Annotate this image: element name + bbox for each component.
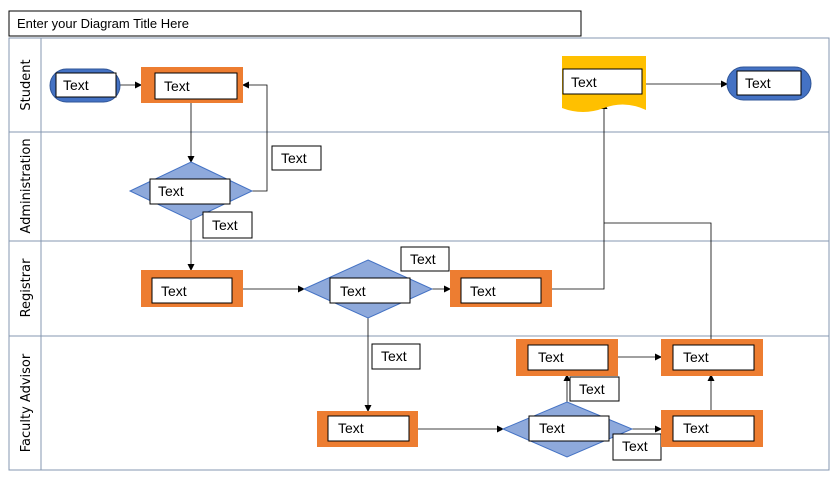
swimlanes: Student Administration Registrar Faculty… (8, 37, 830, 471)
administration-decision[interactable]: Text (128, 161, 254, 221)
registrar-process-2[interactable]: Text (450, 270, 552, 307)
faculty-top-process[interactable]: Text (516, 339, 618, 376)
node-label: Text (63, 77, 89, 93)
lane-label-student: Student (19, 59, 34, 110)
node-label: Text (158, 183, 184, 199)
node-label: Text (470, 283, 496, 299)
node-label: Text (539, 420, 565, 436)
connector-registrar-to-document (552, 102, 608, 290)
node-label: Text (538, 349, 564, 365)
administration-loop-label: Text (271, 145, 322, 171)
faculty-up-label: Text (569, 376, 620, 402)
registrar-process-1[interactable]: Text (141, 270, 243, 307)
node-label: Text (338, 420, 364, 436)
administration-down-label: Text (202, 211, 253, 239)
connector-label: Text (579, 381, 605, 397)
lane-label-administration: Administration (19, 138, 34, 233)
faculty-decision[interactable]: Text (501, 401, 634, 458)
registrar-decision-label: Text (400, 246, 450, 272)
connector-label: Text (212, 217, 238, 233)
faculty-bottom-right-process[interactable]: Text (661, 410, 763, 447)
faculty-top-right-process[interactable]: Text (661, 339, 763, 376)
faculty-right-label: Text (612, 433, 662, 461)
faculty-branch-label: Text (371, 343, 421, 370)
node-label: Text (161, 283, 187, 299)
connector-label: Text (281, 150, 307, 166)
connector-label: Text (381, 348, 407, 364)
connector-decision-loop-back (242, 81, 268, 192)
connectors (120, 80, 728, 433)
student-process[interactable]: Text (141, 67, 243, 103)
node-label: Text (571, 74, 597, 90)
lane-label-registrar: Registrar (19, 258, 34, 317)
connector-label: Text (410, 251, 436, 267)
registrar-decision[interactable]: Text (302, 259, 434, 319)
diagram-title-box[interactable]: Enter your Diagram Title Here (8, 10, 582, 37)
diagram-title: Enter your Diagram Title Here (17, 16, 189, 31)
student-start-terminator[interactable]: Text (49, 68, 121, 103)
connector-top-right-to-document (604, 222, 712, 339)
faculty-process-1[interactable]: Text (317, 411, 418, 447)
node-label: Text (683, 420, 709, 436)
connector-label: Text (622, 438, 648, 454)
student-end-terminator[interactable]: Text (726, 66, 812, 101)
node-label: Text (683, 349, 709, 365)
node-label: Text (164, 78, 190, 94)
lanes-frame (8, 37, 830, 471)
student-document[interactable]: Text (562, 56, 646, 112)
node-label: Text (745, 75, 771, 91)
node-label: Text (340, 283, 366, 299)
lane-label-faculty-advisor: Faculty Advisor (19, 353, 34, 452)
